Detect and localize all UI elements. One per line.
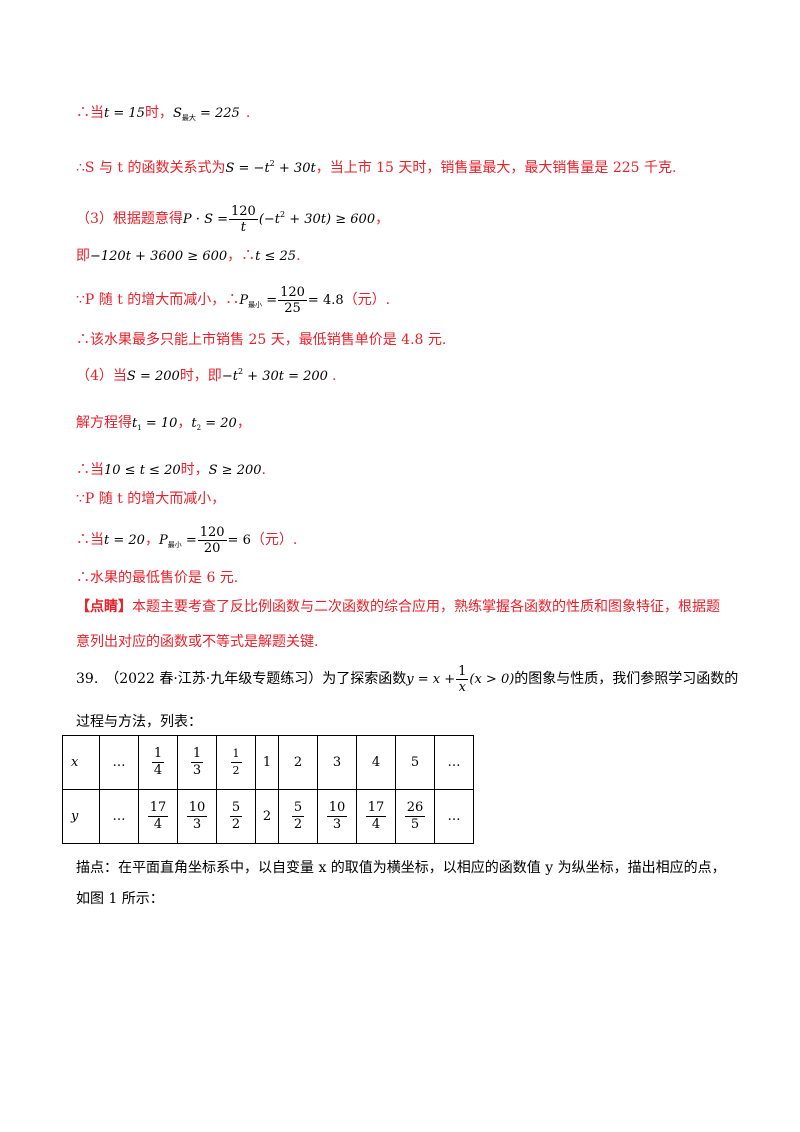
equation: −120t + 3600 ≥ 600 bbox=[90, 249, 228, 264]
solution-line-1: ∴当t = 15时，S最大 = 225. bbox=[76, 105, 251, 122]
solution-line-2: ∴S 与 t 的函数关系式为S = −t2 + 30t，当上市 15 天时，销售… bbox=[76, 159, 677, 176]
table-cell: … bbox=[434, 735, 474, 790]
question-39-line-3: 描点：在平面直角坐标系中，以自变量 x 的取值为横坐标，以相应的函数值 y 为纵… bbox=[76, 860, 726, 876]
equation: S ≥ 200 bbox=[208, 463, 262, 478]
equation: S = −t2 + 30t bbox=[225, 159, 316, 176]
equation: t = 15 bbox=[104, 106, 145, 121]
table-cell: 5 bbox=[395, 735, 435, 790]
solution-line-6: ∴该水果最多只能上市销售 25 天，最低销售单价是 4.8 元. bbox=[76, 332, 447, 348]
equation: −t2 + 30t = 200 bbox=[221, 367, 328, 384]
table-cell: 4 bbox=[356, 735, 396, 790]
solution-line-8: 解方程得t1 = 10，t2 = 20， bbox=[76, 415, 251, 432]
solution-line-9: ∴当10 ≤ t ≤ 20时，S ≥ 200. bbox=[76, 462, 266, 478]
key-point-line-2: 意列出对应的函数或不等式是解题关键. bbox=[76, 634, 319, 650]
question-39-line-4: 如图 1 所示： bbox=[76, 891, 164, 907]
equation: S = 200 bbox=[126, 369, 180, 384]
equation: t ≤ 25 bbox=[255, 249, 297, 264]
solution-line-10: ∵P 随 t 的增大而减小， bbox=[76, 491, 226, 507]
table-cell: 2 bbox=[255, 789, 279, 844]
row-label: y bbox=[62, 789, 100, 844]
solution-line-12: ∴水果的最低售价是 6 元. bbox=[76, 570, 239, 586]
equation: 10 ≤ t ≤ 20 bbox=[104, 463, 181, 478]
row-label: x bbox=[62, 735, 100, 790]
equation: S最大 = 225 bbox=[172, 106, 240, 122]
table-cell: 2 bbox=[278, 735, 318, 790]
equation: t = 20 bbox=[104, 533, 145, 548]
table-cell: … bbox=[434, 789, 474, 844]
equation: t1 = 10 bbox=[132, 416, 178, 432]
solution-line-7: （4）当S = 200时，即−t2 + 30t = 200. bbox=[76, 367, 337, 384]
key-point-tag: 【点睛】 bbox=[76, 599, 132, 615]
table-cell: … bbox=[99, 735, 139, 790]
table-cell: 1 bbox=[255, 735, 279, 790]
key-point-line-1: 【点睛】本题主要考查了反比例函数与二次函数的综合应用，熟练掌握各函数的性质和图象… bbox=[76, 599, 720, 615]
table-cell: 3 bbox=[317, 735, 357, 790]
question-39-line-2: 过程与方法，列表： bbox=[76, 714, 202, 730]
table-cell: … bbox=[99, 789, 139, 844]
equation: t2 = 20 bbox=[191, 416, 237, 432]
solution-line-4: 即−120t + 3600 ≥ 600，∴t ≤ 25. bbox=[76, 248, 301, 264]
